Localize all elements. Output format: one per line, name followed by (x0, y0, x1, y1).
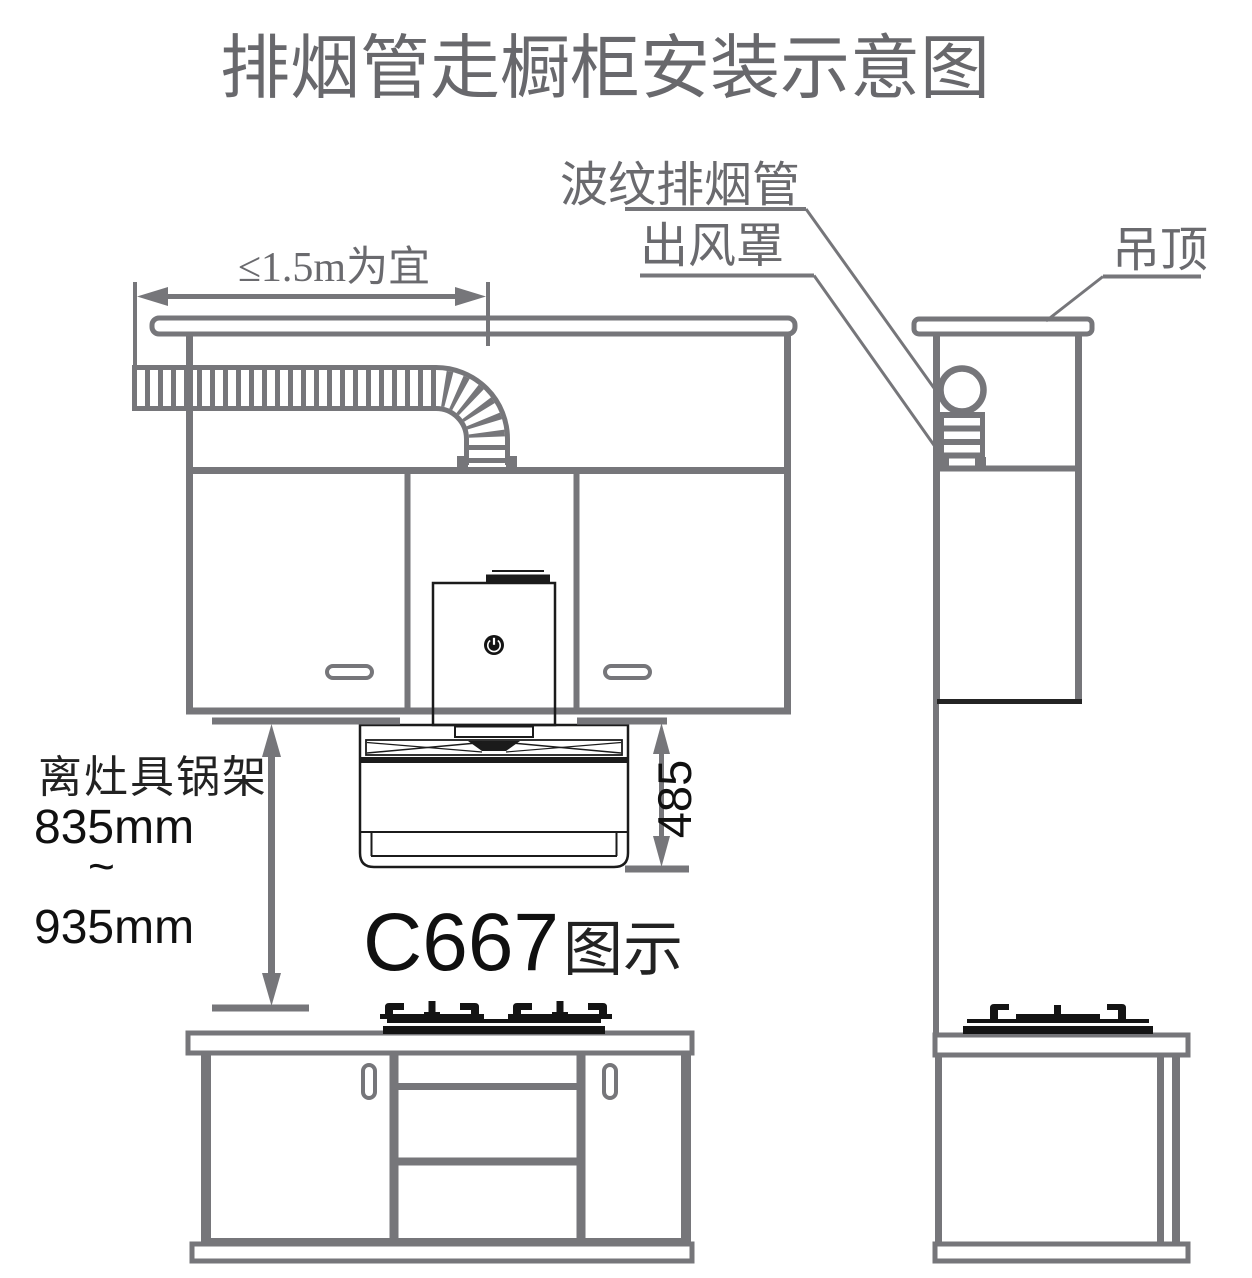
side-stove-plate (967, 1019, 1149, 1023)
power-icon (487, 637, 501, 653)
dim-arrowhead-left (137, 287, 168, 306)
side-upper-cabinet (933, 334, 1082, 704)
base-cabinet-front (185, 1030, 695, 1264)
height-min-label: 835mm (34, 801, 194, 854)
hood-control-strip[interactable] (360, 757, 628, 763)
duct-ribs (132, 370, 505, 465)
hood-height-dimension: 485 (212, 717, 701, 873)
callouts: 波纹排烟管 出风罩 吊顶 (560, 159, 1208, 449)
model-caption: C667 图示 (363, 897, 683, 988)
callout-corrugated-duct: 波纹排烟管 (560, 159, 936, 389)
corrugated-duct-front (132, 365, 517, 467)
base-door-handle-right[interactable] (602, 1063, 618, 1100)
height-max-label: 935mm (34, 901, 194, 954)
gas-stove-side (963, 1004, 1153, 1034)
upper-door-handle-left (325, 664, 374, 680)
base-cabinet-side (932, 1032, 1191, 1264)
side-duct (937, 365, 987, 467)
stove-plate (387, 1019, 601, 1023)
page-title: 排烟管走橱柜安装示意图 (220, 31, 990, 108)
mounting-height-dimension: 离灶具锅架 835mm ~ 935mm (34, 724, 309, 1012)
base-door-handle-left[interactable] (361, 1063, 377, 1100)
front-ceiling-board (149, 315, 798, 337)
corrugated-duct-label: 波纹排烟管 (560, 159, 800, 212)
duct-foot-left (457, 456, 468, 467)
side-duct-foot-right (975, 457, 986, 467)
range-hood (358, 723, 630, 869)
side-ceiling-board (911, 316, 1095, 337)
model-suffix: 图示 (563, 917, 683, 983)
side-stove-base (963, 1026, 1153, 1034)
hood-glass-band (365, 739, 623, 756)
duct-length-label: ≤1.5m为宜 (238, 244, 430, 291)
dim-485-arrow-up (653, 723, 670, 754)
callout-air-outlet-cover: 出风罩 (640, 220, 938, 449)
upper-door-handle-right (603, 664, 652, 680)
burner-left (380, 1001, 484, 1019)
model-code: C667 (363, 897, 559, 988)
hood-height-label: 485 (648, 760, 701, 838)
dim-left-arrow-up (262, 724, 281, 757)
plinth-front (189, 1241, 695, 1264)
countertop-front (185, 1030, 695, 1056)
upper-cabinet-front (186, 333, 791, 715)
callout-ceiling: 吊顶 (1045, 224, 1208, 323)
stove-base (383, 1026, 605, 1034)
dim-485-arrow-down (653, 836, 670, 867)
plinth-side (932, 1241, 1191, 1264)
hood-body (358, 723, 630, 869)
front-view: ≤1.5m为宜 (34, 244, 798, 1264)
duct-foot-right (506, 456, 517, 467)
side-duct-pipe-end (937, 365, 987, 415)
duct-length-dimension: ≤1.5m为宜 (133, 244, 490, 366)
ceiling-leader (1045, 275, 1104, 323)
hood-chimney (431, 570, 557, 727)
pot-rack-label: 离灶具锅架 (38, 753, 268, 802)
corrugated-duct-leader (804, 208, 936, 389)
dim-left-arrow-down (262, 973, 281, 1006)
countertop-side (932, 1032, 1191, 1058)
air-outlet-cover-leader (812, 274, 938, 449)
hood-vent-outlet (454, 725, 534, 738)
air-outlet-cover-label: 出风罩 (640, 220, 784, 273)
dim-arrowhead-right (455, 287, 486, 306)
gas-stove-front (380, 1001, 612, 1034)
chimney-cap (486, 574, 550, 583)
side-view (911, 316, 1191, 1264)
burner-right (508, 1001, 612, 1019)
ceiling-label: 吊顶 (1112, 224, 1208, 277)
side-duct-foot-left (938, 457, 949, 467)
hood-bottom-panel (360, 831, 628, 857)
height-tilde: ~ (88, 840, 115, 892)
